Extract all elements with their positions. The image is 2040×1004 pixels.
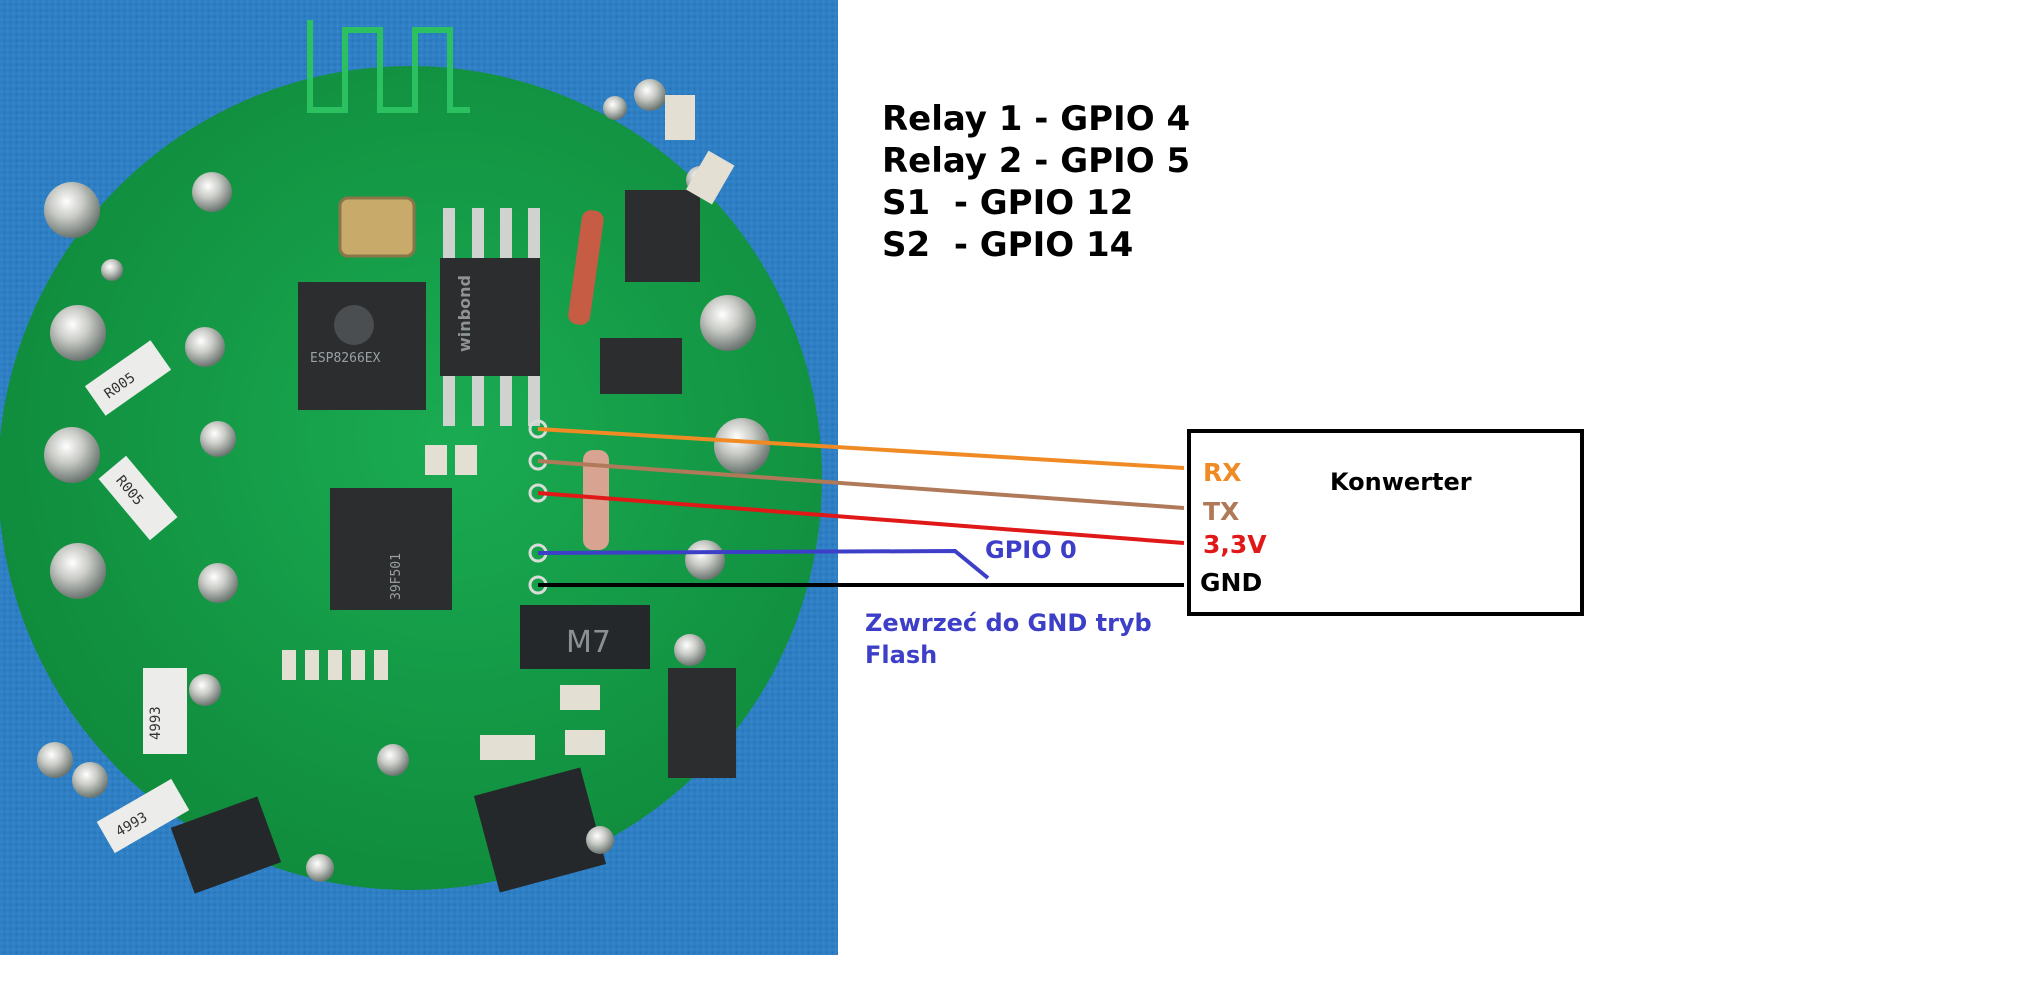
- svg-text:winbond: winbond: [455, 275, 474, 352]
- svg-text:4993: 4993: [148, 706, 164, 740]
- flash-note-line2: Flash: [865, 641, 938, 669]
- flash-chip: winbond: [440, 208, 540, 426]
- wire-tx: [537, 459, 1185, 510]
- pin-rx-label: RX: [1203, 458, 1242, 487]
- resistors: R005 R005 4993 4993: [84, 340, 190, 854]
- svg-text:ESP8266EX: ESP8266EX: [310, 351, 381, 366]
- mapping-s2: S2 - GPIO 14: [882, 225, 1134, 265]
- gpio-mapping: Relay 1 - GPIO 4 Relay 2 - GPIO 5 S1 - G…: [882, 98, 1190, 266]
- pcb-photo: ESP8266EX winbond 39F501 M7 R005 R005 49…: [0, 0, 838, 955]
- pin-3v3-label: 3,3V: [1203, 530, 1267, 559]
- mapping-s1: S1 - GPIO 12: [882, 183, 1134, 223]
- gpio0-label: GPIO 0: [985, 536, 1077, 564]
- mcu-chip: 39F501: [330, 488, 452, 610]
- pin-tx-label: TX: [1203, 497, 1240, 526]
- wire-gpio0: [537, 548, 990, 580]
- flash-mode-note: Zewrzeć do GND tryb Flash: [865, 607, 1152, 671]
- svg-text:M7: M7: [566, 625, 611, 660]
- pin-gnd-label: GND: [1200, 568, 1263, 597]
- converter-box: [1187, 429, 1584, 616]
- mapping-relay1: Relay 1 - GPIO 4: [882, 99, 1191, 139]
- mapping-relay2: Relay 2 - GPIO 5: [882, 141, 1191, 181]
- wire-3v3: [537, 491, 1185, 545]
- wire-rx: [537, 427, 1185, 470]
- converter-title: Konwerter: [1330, 468, 1472, 496]
- flash-note-line1: Zewrzeć do GND tryb: [865, 609, 1152, 637]
- diode-m7: M7: [520, 605, 650, 669]
- svg-text:39F501: 39F501: [389, 553, 404, 600]
- esp8266-chip: ESP8266EX: [298, 282, 426, 410]
